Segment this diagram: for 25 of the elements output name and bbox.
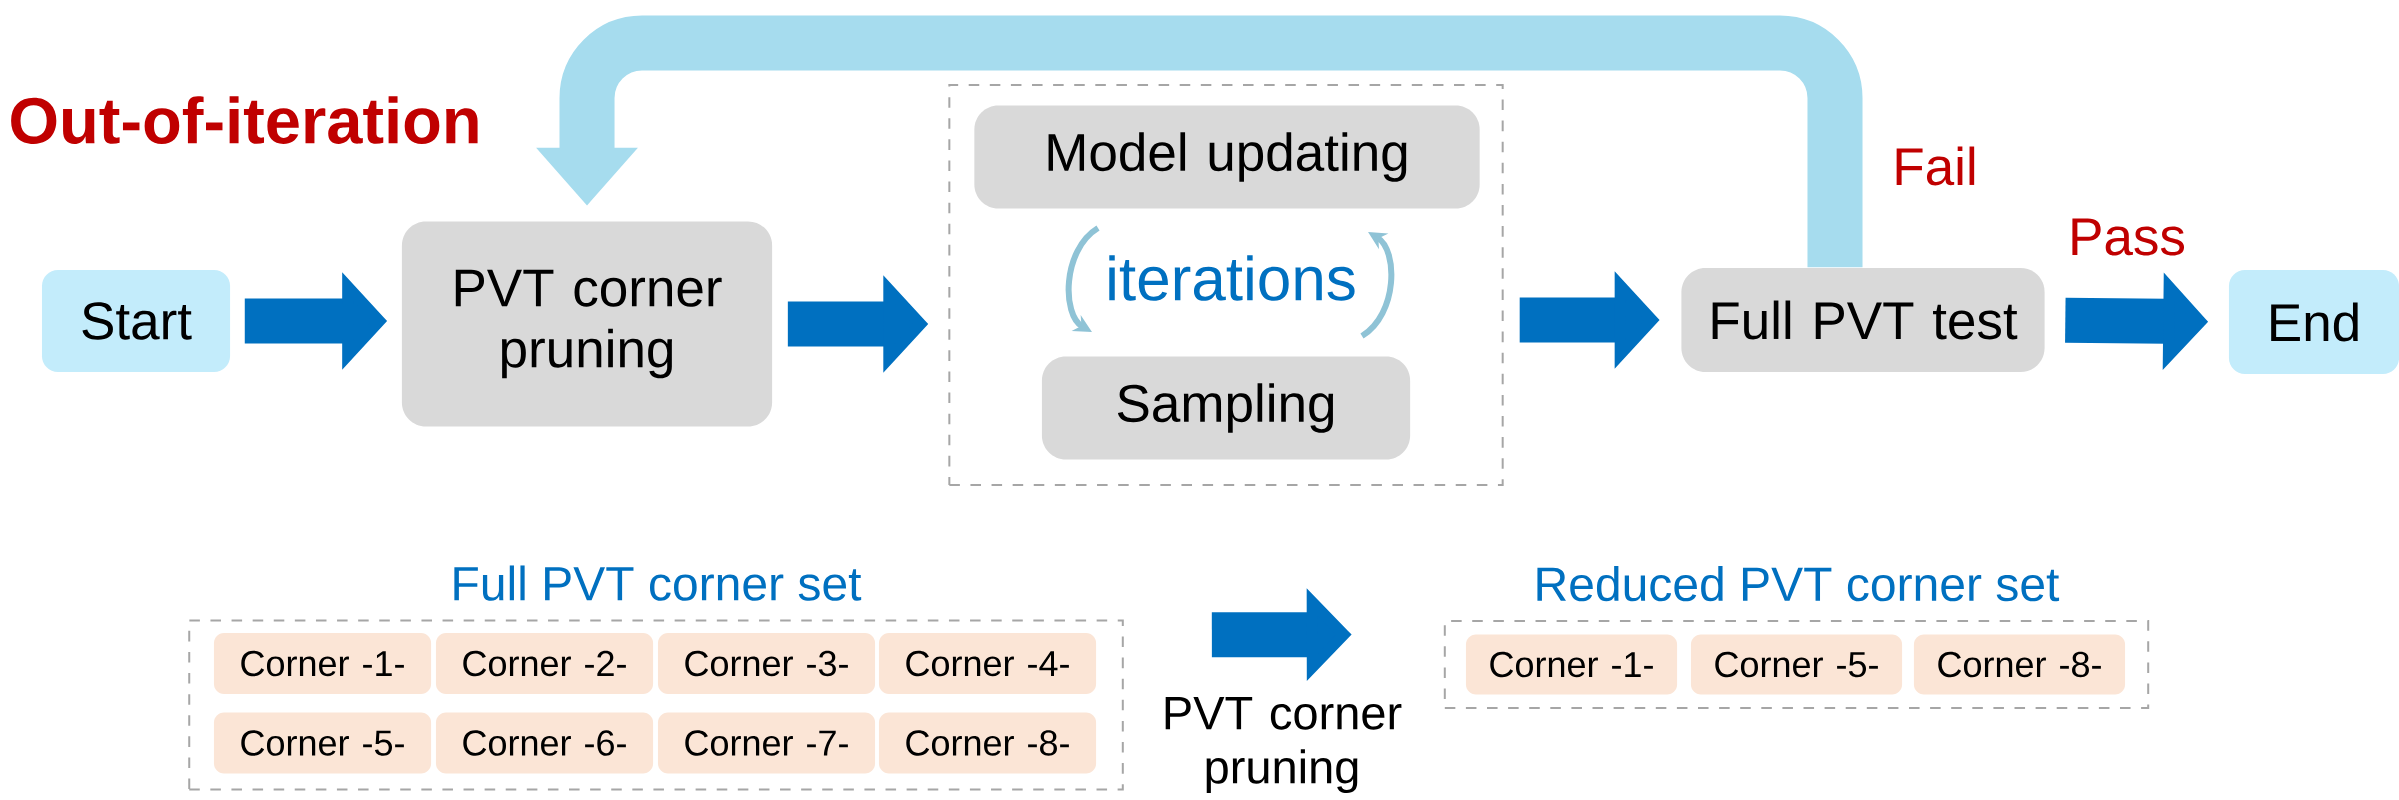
corner-box: Corner -5- [1690,634,1903,695]
edge-label: Pass [2072,218,2185,256]
start-end-box: End [2228,269,2399,375]
edge-label: PVT corner pruning [1165,696,1402,794]
loop-label: iterations [1109,255,1355,301]
corner-box: Corner -8- [1913,634,2126,695]
corner-box: Corner -7- [657,712,876,774]
set-heading: Reduced PVT corner set [1537,566,2060,602]
corner-box: Corner -3- [657,632,876,694]
process-box: PVT corner pruning [401,221,773,427]
process-box: Sampling [1041,356,1411,460]
set-heading: Full PVT corner set [454,565,862,601]
edge-label: Fail [1896,146,1975,186]
corner-box: Corner -6- [435,712,654,774]
start-end-box: Start [41,269,231,373]
corner-box: Corner -4- [878,632,1097,694]
section-title: Out-of-iteration [11,96,478,144]
corner-box: Corner -8- [878,712,1097,774]
process-box: Full PVT test [1681,267,2045,373]
corner-box: Corner -5- [213,712,432,774]
dashed-group-box [948,83,1504,487]
corner-box: Corner -1- [1465,634,1678,695]
process-box: Model updating [974,105,1480,209]
corner-box: Corner -1- [213,632,432,694]
corner-box: Corner -2- [435,632,654,694]
